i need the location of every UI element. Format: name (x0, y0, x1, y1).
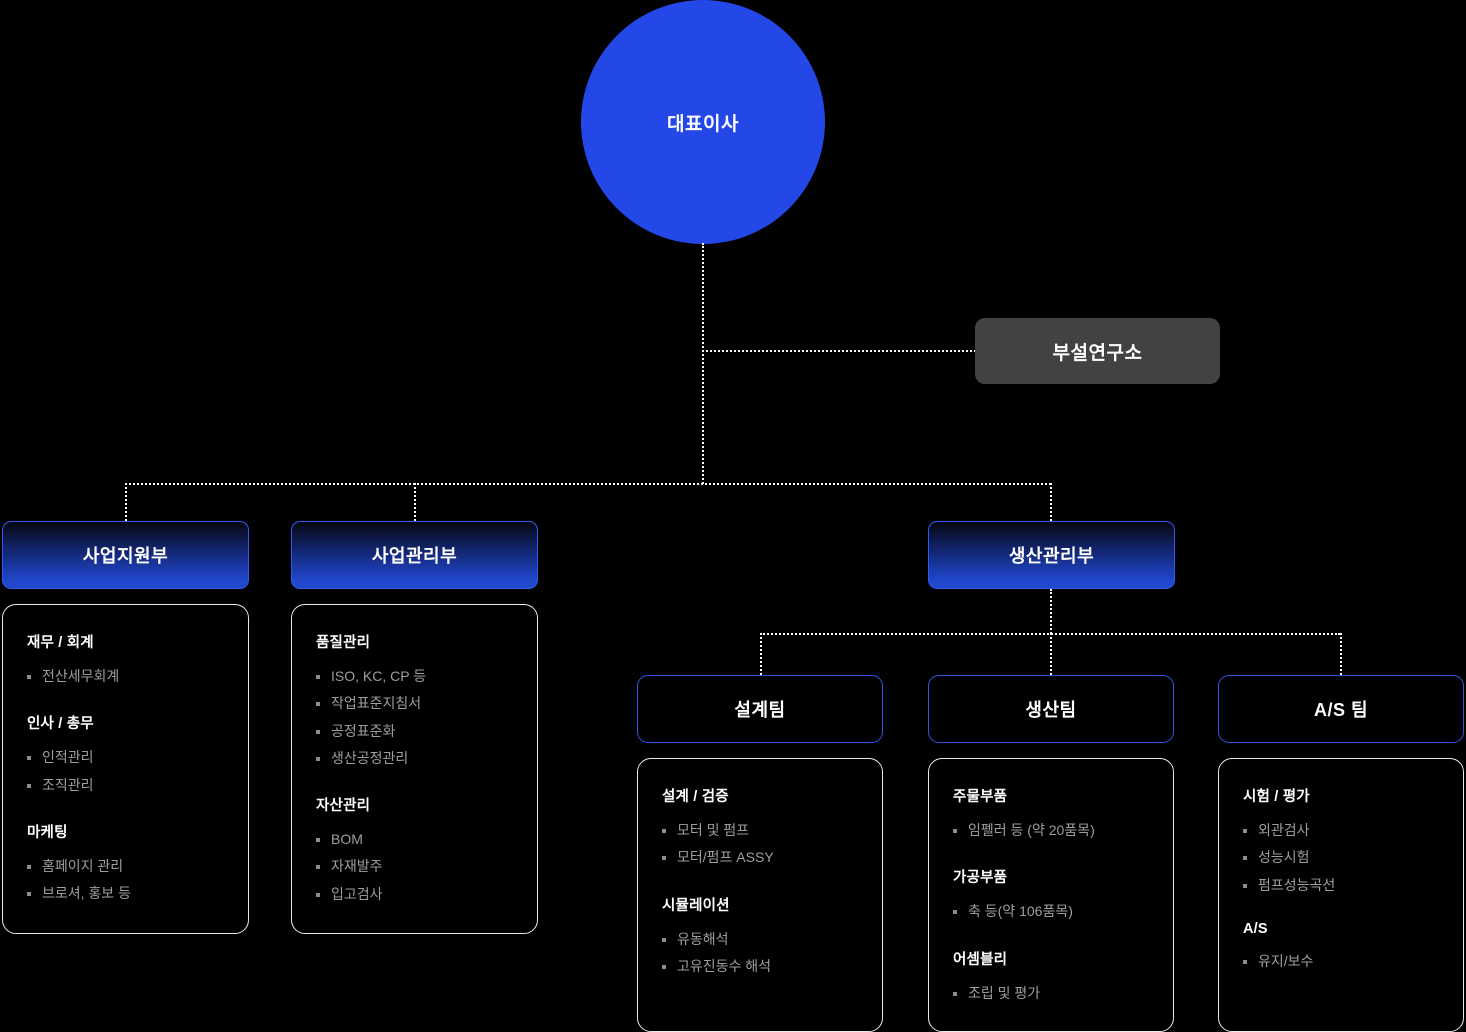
node-team-3-label: A/S 팀 (1313, 700, 1369, 720)
list-item: BOM (316, 826, 515, 853)
detail-box-after-service-team: 시험 / 평가 외관검사 성능시험 펌프성능곡선 A/S 유지/보수 (1218, 758, 1464, 1032)
detail-box-business-management: 품질관리 ISO, KC, CP 등 작업표준지침서 공정표준화 생산공정관리 … (291, 604, 538, 934)
detail-group-list: 조립 및 평가 (953, 980, 1151, 1007)
node-ceo-label: 대표이사 (667, 113, 739, 135)
detail-group-title: 시험 / 평가 (1243, 789, 1310, 805)
list-item: 작업표준지침서 (316, 690, 515, 717)
list-item: 인적관리 (27, 744, 226, 771)
detail-group-list: 임펠러 등 (약 20품목) (953, 817, 1151, 844)
connector-drop-dept-2 (414, 483, 416, 521)
detail-group-title: 마케팅 (27, 824, 68, 841)
detail-group: 인사 / 총무 인적관리 조직관리 (27, 712, 226, 799)
node-lab-label: 부설연구소 (1052, 342, 1143, 364)
connector-drop-team-2 (1050, 633, 1052, 675)
node-dept-2-label: 사업관리부 (371, 546, 458, 566)
list-item: 모터/펌프 ASSY (662, 844, 860, 871)
list-item: 조직관리 (27, 772, 226, 799)
detail-group: 설계 / 검증 모터 및 펌프 모터/펌프 ASSY (662, 785, 860, 872)
detail-box-design-team: 설계 / 검증 모터 및 펌프 모터/펌프 ASSY 시뮬레이션 유동해석 고유… (637, 758, 883, 1032)
node-dept-3-label: 생산관리부 (1008, 546, 1095, 566)
node-ceo[interactable]: 대표이사 (581, 0, 825, 244)
detail-group: 자산관리 BOM 자재발주 입고검사 (316, 794, 515, 908)
list-item: 조립 및 평가 (953, 980, 1151, 1007)
detail-group: 어셈블리 조립 및 평가 (953, 948, 1151, 1007)
node-dept-1-label: 사업지원부 (82, 546, 169, 566)
detail-group-list: BOM 자재발주 입고검사 (316, 826, 515, 908)
list-item: 공정표준화 (316, 718, 515, 745)
detail-group-title: 가공부품 (953, 870, 1008, 887)
node-team-design[interactable]: 설계팀 (637, 675, 883, 743)
detail-group: 시뮬레이션 유동해석 고유진동수 해석 (662, 894, 860, 981)
list-item: 외관검사 (1243, 817, 1441, 844)
detail-group-list: 전산세무회계 (27, 663, 226, 690)
node-team-1-label: 설계팀 (734, 700, 786, 720)
detail-group-title: 시뮬레이션 (662, 897, 730, 914)
list-item: 임펠러 등 (약 20품목) (953, 817, 1151, 844)
connector-departments-bus (125, 483, 1051, 485)
detail-group-list: 모터 및 펌프 모터/펌프 ASSY (662, 817, 860, 872)
list-item: 유지/보수 (1243, 948, 1441, 975)
connector-production-trunk (1050, 589, 1052, 634)
list-item: 펌프성능곡선 (1243, 872, 1441, 899)
node-dept-business-management[interactable]: 사업관리부 (291, 521, 538, 589)
connector-drop-dept-1 (125, 483, 127, 521)
detail-group-list: 축 등(약 106품목) (953, 898, 1151, 925)
detail-group: 주물부품 임펠러 등 (약 20품목) (953, 785, 1151, 844)
connector-ceo-trunk (702, 243, 704, 484)
connector-drop-dept-3 (1050, 483, 1052, 521)
detail-group-title: 자산관리 (316, 798, 371, 815)
detail-group: 마케팅 홈페이지 관리 브로셔, 홍보 등 (27, 821, 226, 908)
node-team-after-service[interactable]: A/S 팀 (1218, 675, 1464, 743)
detail-group-title: 주물부품 (953, 789, 1008, 805)
detail-box-production-team: 주물부품 임펠러 등 (약 20품목) 가공부품 축 등(약 106품목) 어셈… (928, 758, 1174, 1032)
node-dept-production-management[interactable]: 생산관리부 (928, 521, 1175, 589)
detail-group-title: 설계 / 검증 (662, 789, 729, 805)
detail-group: A/S 유지/보수 (1243, 921, 1441, 975)
node-dept-business-support[interactable]: 사업지원부 (2, 521, 249, 589)
list-item: 홈페이지 관리 (27, 853, 226, 880)
detail-group-list: 유지/보수 (1243, 948, 1441, 975)
connector-lab-branch (702, 350, 976, 352)
connector-drop-team-3 (1340, 633, 1342, 675)
list-item: 모터 및 펌프 (662, 817, 860, 844)
detail-group: 품질관리 ISO, KC, CP 등 작업표준지침서 공정표준화 생산공정관리 (316, 631, 515, 772)
list-item: ISO, KC, CP 등 (316, 663, 515, 690)
list-item: 자재발주 (316, 853, 515, 880)
list-item: 고유진동수 해석 (662, 953, 860, 980)
detail-group-list: 홈페이지 관리 브로셔, 홍보 등 (27, 853, 226, 908)
node-affiliated-research-institute[interactable]: 부설연구소 (975, 318, 1220, 384)
detail-group: 재무 / 회계 전산세무회계 (27, 631, 226, 690)
detail-group-list: 외관검사 성능시험 펌프성능곡선 (1243, 817, 1441, 899)
detail-group-list: ISO, KC, CP 등 작업표준지침서 공정표준화 생산공정관리 (316, 663, 515, 772)
list-item: 브로셔, 홍보 등 (27, 880, 226, 907)
detail-group-list: 인적관리 조직관리 (27, 744, 226, 799)
list-item: 전산세무회계 (27, 663, 226, 690)
detail-box-business-support: 재무 / 회계 전산세무회계 인사 / 총무 인적관리 조직관리 마케팅 홈페이… (2, 604, 249, 934)
node-team-2-label: 생산팀 (1025, 700, 1077, 720)
detail-group-title: 인사 / 총무 (27, 716, 94, 733)
node-team-production[interactable]: 생산팀 (928, 675, 1174, 743)
detail-group-title: 품질관리 (316, 635, 371, 651)
list-item: 성능시험 (1243, 844, 1441, 871)
detail-group: 시험 / 평가 외관검사 성능시험 펌프성능곡선 (1243, 785, 1441, 899)
list-item: 축 등(약 106품목) (953, 898, 1151, 925)
detail-group-title: A/S (1243, 920, 1268, 937)
list-item: 입고검사 (316, 881, 515, 908)
detail-group: 가공부품 축 등(약 106품목) (953, 866, 1151, 925)
detail-group-title: 재무 / 회계 (27, 635, 94, 651)
list-item: 유동해석 (662, 926, 860, 953)
detail-group-title: 어셈블리 (953, 951, 1008, 968)
detail-group-list: 유동해석 고유진동수 해석 (662, 926, 860, 981)
list-item: 생산공정관리 (316, 745, 515, 772)
connector-drop-team-1 (760, 633, 762, 675)
